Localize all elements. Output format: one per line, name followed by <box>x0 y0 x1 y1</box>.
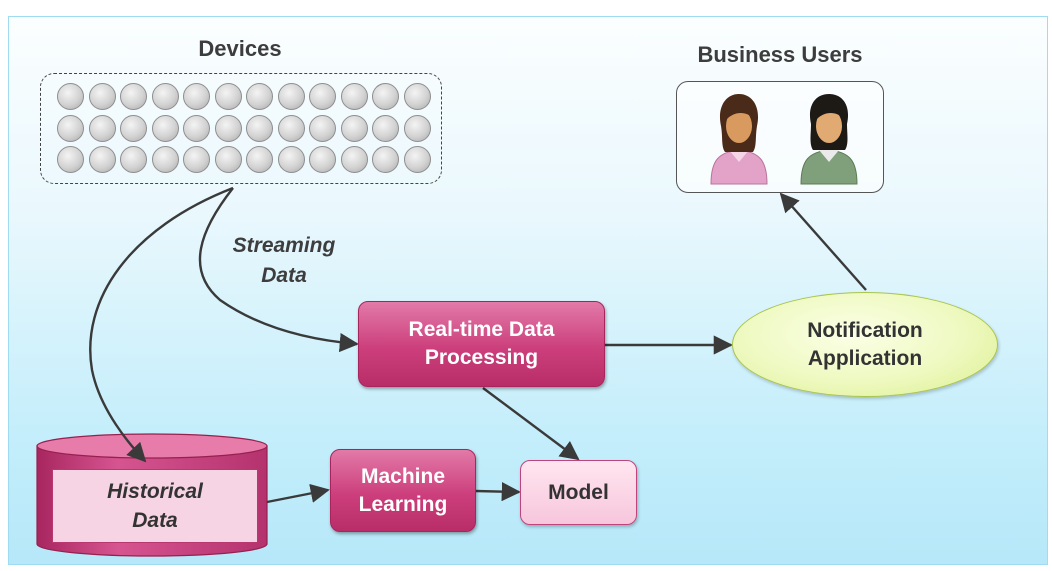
device-node <box>277 146 305 173</box>
female-user-icon <box>710 94 768 185</box>
streaming-data-label: Streaming Data <box>204 231 364 291</box>
devices-grid <box>57 83 431 178</box>
device-node <box>151 146 179 173</box>
device-node <box>214 114 242 142</box>
device-node <box>120 146 147 173</box>
device-node <box>88 83 116 110</box>
notification-line2: Application <box>807 346 923 370</box>
device-node <box>151 83 179 110</box>
device-node <box>246 146 273 173</box>
device-node <box>214 146 242 173</box>
historical-line1: Historical <box>107 480 203 503</box>
device-node <box>120 114 147 142</box>
historical-line2: Data <box>132 509 178 532</box>
historical-data-node: Historical Data <box>52 469 258 543</box>
device-node <box>183 146 210 173</box>
device-node <box>403 114 431 142</box>
notification-application-node: Notification Application <box>732 292 998 397</box>
device-node <box>309 146 336 173</box>
device-node <box>372 114 399 142</box>
device-node <box>340 114 368 142</box>
devices-title: Devices <box>198 36 282 61</box>
realtime-line1: Real-time Data <box>408 318 555 341</box>
device-node <box>372 146 399 173</box>
device-node <box>57 146 84 173</box>
device-node <box>277 114 305 142</box>
device-node <box>340 146 368 173</box>
device-node <box>151 114 179 142</box>
device-node <box>183 83 210 110</box>
device-node <box>57 114 84 142</box>
streaming-line2: Data <box>261 264 307 287</box>
business-users-group <box>676 81 884 193</box>
device-node <box>88 114 116 142</box>
ml-line1: Machine <box>360 464 446 488</box>
realtime-processing-node: Real-time Data Processing <box>358 301 605 387</box>
device-node <box>309 114 336 142</box>
device-node <box>277 83 305 110</box>
female-user-icon <box>800 94 858 185</box>
device-node <box>309 83 336 110</box>
business-users-title: Business Users <box>697 42 863 67</box>
notification-line1: Notification <box>807 318 923 342</box>
device-node <box>403 146 431 173</box>
model-node: Model <box>520 460 637 525</box>
realtime-line2: Processing <box>424 346 539 369</box>
device-node <box>120 83 147 110</box>
device-node <box>372 83 399 110</box>
model-label: Model <box>548 480 609 504</box>
streaming-line1: Streaming <box>232 234 336 257</box>
devices-group <box>40 73 442 184</box>
device-node <box>183 114 210 142</box>
device-node <box>57 83 84 110</box>
device-node <box>214 83 242 110</box>
ml-line2: Learning <box>358 492 448 516</box>
device-node <box>403 83 431 110</box>
device-node <box>246 114 273 142</box>
machine-learning-node: Machine Learning <box>330 449 476 532</box>
device-node <box>340 83 368 110</box>
device-node <box>88 146 116 173</box>
device-node <box>246 83 273 110</box>
